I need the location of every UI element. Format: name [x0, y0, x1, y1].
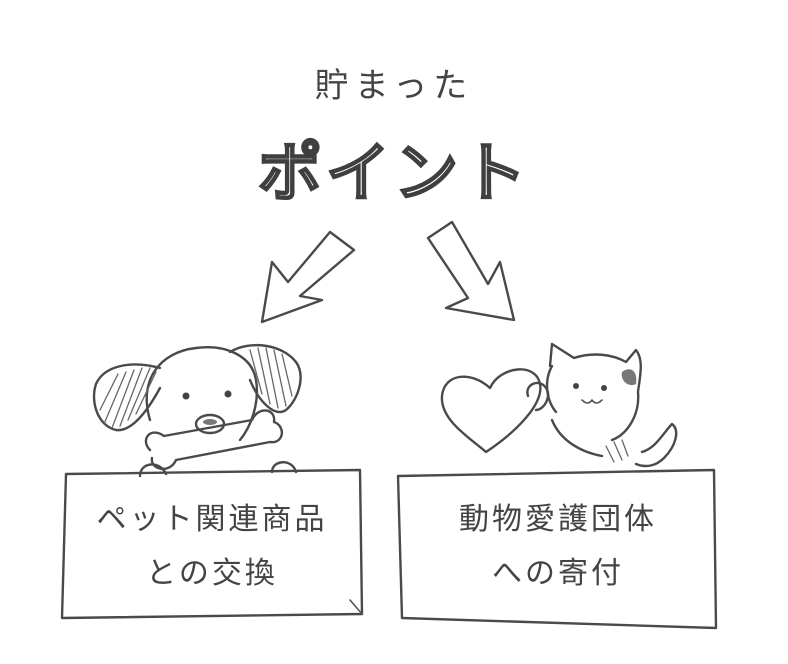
heart-icon: [440, 368, 542, 454]
caption-accumulated: 貯まった: [314, 66, 474, 106]
dog-icon: [92, 344, 302, 478]
points-heading: ポイント: [257, 136, 530, 212]
cat-icon: [526, 342, 678, 468]
arrow-down-right-icon: [426, 220, 516, 322]
arrow-down-left-icon: [260, 230, 356, 324]
left-option-line2: との交換: [146, 556, 278, 591]
right-option-line2: への寄付: [492, 556, 624, 591]
left-option-line1: ペット関連商品: [96, 502, 328, 537]
right-sign-board: [396, 468, 718, 630]
right-option-line1: 動物愛護団体: [459, 502, 657, 537]
left-sign-board: [60, 468, 364, 620]
